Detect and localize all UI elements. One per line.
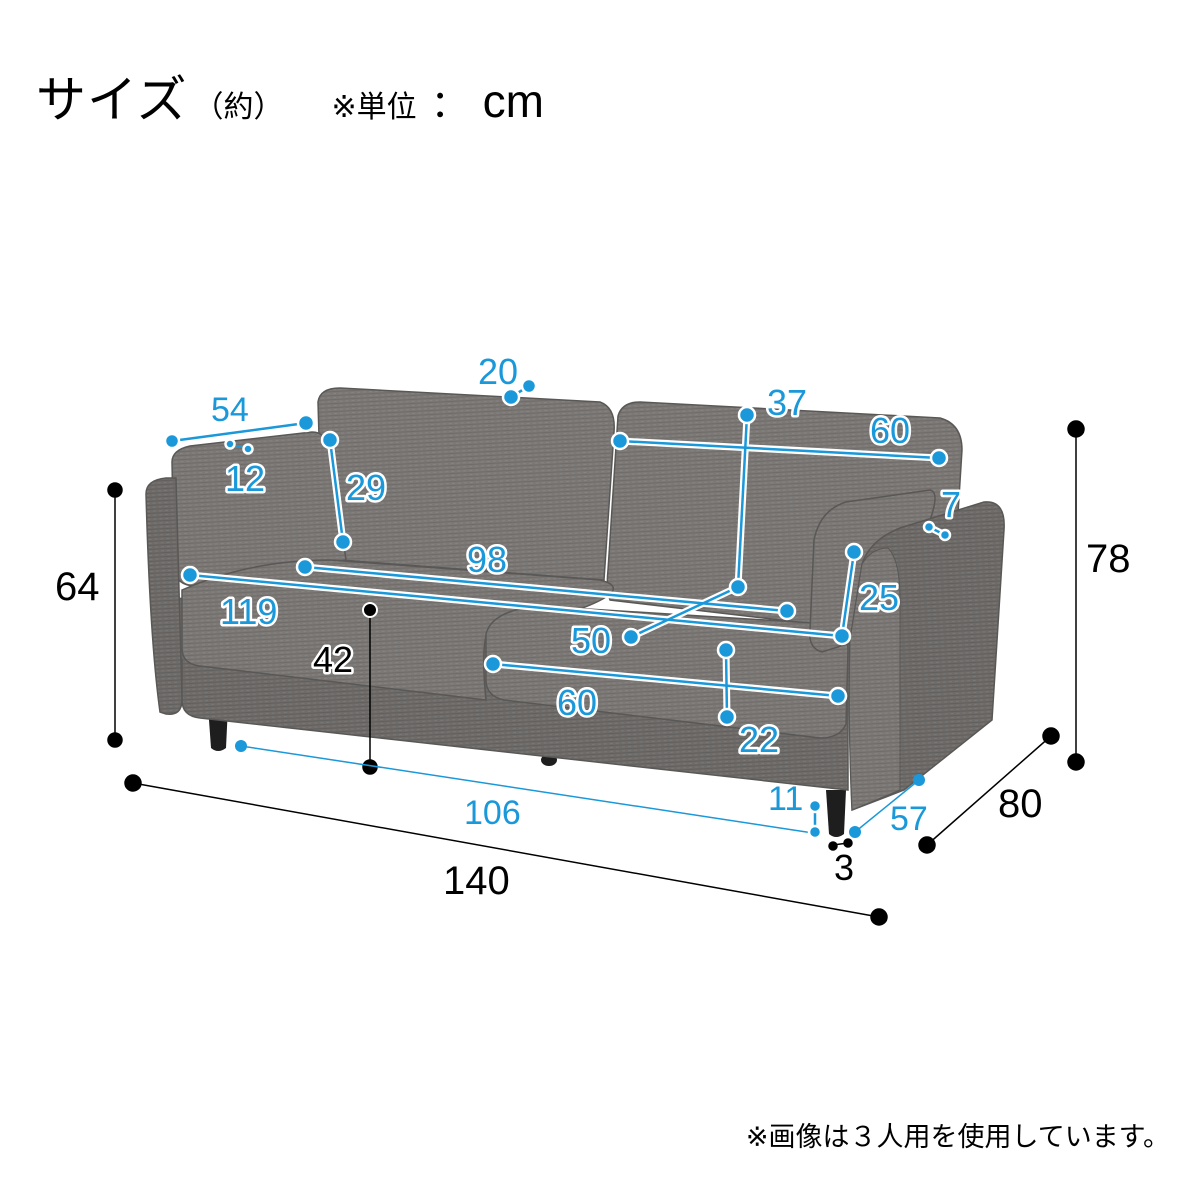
label-leg-depth-span: 57 xyxy=(890,800,928,838)
label-leg-height: 11 xyxy=(768,780,803,818)
detail-dimensions xyxy=(163,377,952,840)
label-inner-width-at-leg: 106 xyxy=(464,794,521,832)
overall-dimensions xyxy=(107,420,1085,926)
armrest-right-front-face xyxy=(848,547,901,811)
seat-cushion-right xyxy=(485,605,849,739)
label-pillow-height: 29 xyxy=(346,467,386,508)
label-arm-height: 64 xyxy=(55,565,100,609)
footnote: ※画像は３人用を使用しています。 xyxy=(745,1122,1170,1153)
label-back-cushion-depth-top: 20 xyxy=(478,351,518,392)
label-leg-diameter: 3 xyxy=(834,847,854,888)
sofa-illustration xyxy=(145,387,1005,837)
label-armrest-thickness-right: 7 xyxy=(941,484,961,525)
label-back-cushion-height-inner: 37 xyxy=(767,382,807,423)
leg-front-right xyxy=(826,790,846,837)
label-seat-width-inner: 98 xyxy=(467,539,507,580)
unit-separator: ： xyxy=(430,82,469,126)
label-seat-depth: 50 xyxy=(571,620,611,661)
label-armrest-top-width: 54 xyxy=(211,391,249,429)
label-seat-width-total: 119 xyxy=(220,591,277,632)
label-back-cushion-width: 60 xyxy=(870,410,910,451)
label-overall-width: 140 xyxy=(443,859,510,903)
unit-prefix: ※単位 xyxy=(331,90,417,125)
label-arm-inner-height: 25 xyxy=(859,577,899,618)
armrest-left xyxy=(145,477,183,715)
label-seat-cushion-width: 60 xyxy=(557,682,597,723)
label-seat-height: 42 xyxy=(313,639,353,680)
label-overall-height: 78 xyxy=(1086,537,1131,581)
label-seat-cushion-thickness: 22 xyxy=(739,719,779,760)
label-overall-depth: 80 xyxy=(998,782,1043,826)
title-text: サイズ xyxy=(36,71,188,129)
page-title: サイズ （約） ※単位 ： cm xyxy=(36,60,544,130)
unit-label: cm xyxy=(482,75,544,127)
dimension-labels: 64 78 140 80 42 3 106 11 57 54 20 37 60 … xyxy=(55,349,1131,904)
approx-note: （約） xyxy=(193,90,284,125)
label-armrest-thickness: 12 xyxy=(225,458,265,499)
